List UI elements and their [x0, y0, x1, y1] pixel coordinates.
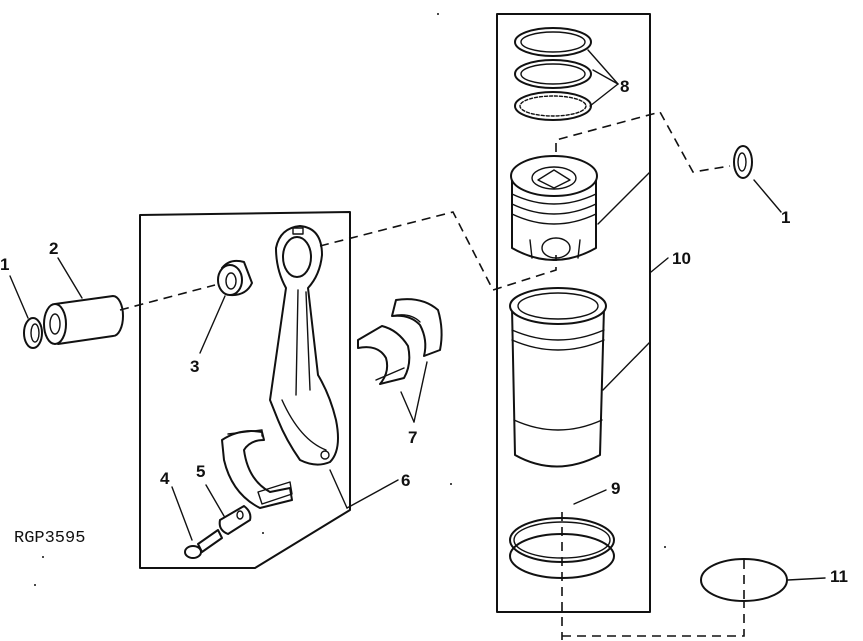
assembly-centerlines [119, 111, 745, 640]
pin-bushing [217, 259, 253, 297]
figure-reference-code: RGP3595 [14, 529, 85, 548]
connecting-rod [269, 225, 339, 466]
callout-10: 10 [672, 249, 691, 268]
piston [510, 155, 598, 261]
rod-group-panel [139, 211, 351, 569]
callout-9: 9 [611, 479, 620, 498]
callout-4: 4 [160, 469, 170, 488]
callout-8: 8 [620, 77, 629, 96]
callout-7: 7 [408, 428, 417, 447]
cylinder-liner [509, 287, 607, 468]
callout-5: 5 [196, 462, 205, 481]
callout-1-right: 1 [781, 208, 790, 227]
rod-cap [221, 429, 293, 509]
o-ring [700, 558, 788, 602]
snap-ring-left [23, 317, 43, 349]
callout-1-left: 1 [0, 255, 9, 274]
washer-plate [218, 505, 252, 535]
cap-screw [184, 529, 223, 559]
callout-2: 2 [49, 239, 58, 258]
rod-bearing-inserts [357, 298, 443, 385]
piston-group-panel [496, 13, 651, 613]
callout-3: 3 [190, 357, 199, 376]
callout-leader-lines [9, 49, 826, 581]
scan-specks [34, 13, 666, 586]
snap-ring-right [733, 145, 753, 179]
callout-11: 11 [830, 567, 848, 586]
callout-labels: 1 2 3 4 5 6 7 8 9 10 11 1 [0, 77, 848, 586]
piston-rings [514, 27, 592, 121]
callout-6: 6 [401, 471, 410, 490]
piston-pin [43, 295, 124, 345]
